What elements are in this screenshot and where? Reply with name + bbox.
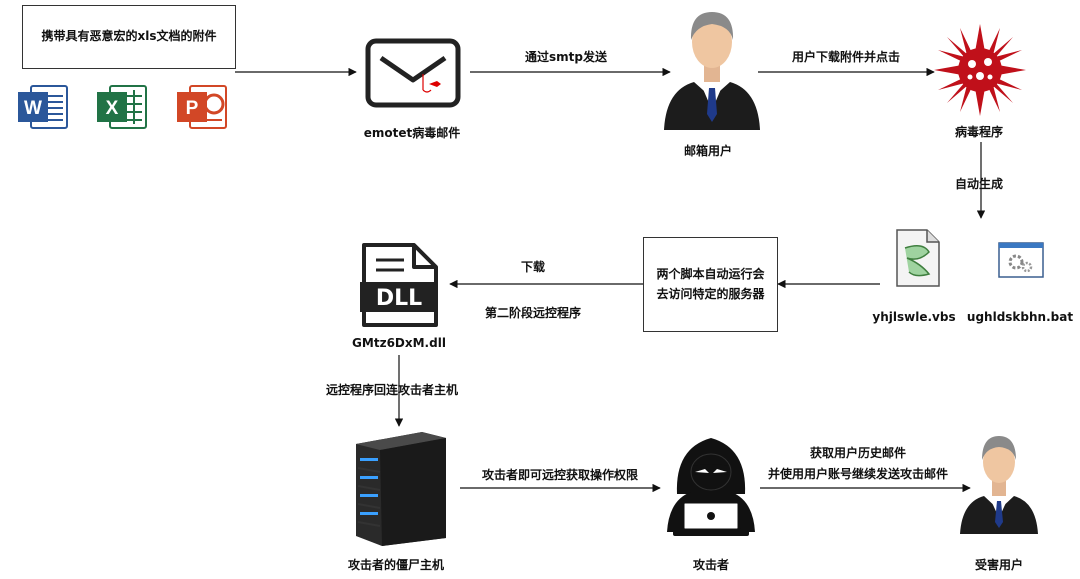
svg-text:X: X — [106, 98, 119, 119]
email-label: emotet病毒邮件 — [363, 126, 461, 140]
edge-steal-line-1: 获取用户历史邮件 — [809, 446, 907, 460]
virus-icon — [934, 24, 1026, 116]
word-icon: W — [18, 85, 68, 129]
scripts-server-box: 两个脚本自动运行会 去访问特定的服务器 — [643, 237, 778, 332]
edge-remote-control: 攻击者即可远控获取操作权限 — [481, 468, 639, 482]
hacker-laptop-icon — [667, 438, 755, 536]
zombie-host-label: 攻击者的僵尸主机 — [347, 558, 445, 572]
vbs-script-icon — [896, 229, 940, 287]
svg-text:P: P — [186, 98, 199, 119]
edge-callback: 远控程序回连攻击者主机 — [326, 383, 459, 397]
victim-label: 受害用户 — [974, 558, 1024, 572]
dll-file-icon: DLL — [360, 243, 438, 327]
businessman-icon — [664, 12, 760, 130]
edge-steal-line-2: 并使用用户账号继续发送攻击邮件 — [767, 467, 949, 481]
virus-label: 病毒程序 — [954, 125, 1004, 139]
attacker-label: 攻击者 — [692, 558, 730, 572]
attachment-box-label: 携带具有恶意宏的xls文档的附件 — [41, 29, 217, 44]
svg-text:W: W — [24, 98, 42, 119]
edge-download: 下载 — [520, 260, 546, 274]
scripts-box-line-1: 两个脚本自动运行会 — [656, 267, 765, 282]
bat-settings-icon — [998, 242, 1044, 278]
edge-auto-generate: 自动生成 — [955, 177, 1004, 191]
edge-second-stage: 第二阶段远控程序 — [484, 306, 582, 320]
edge-send-smtp: 通过smtp发送 — [525, 50, 607, 64]
scripts-box-line-2: 去访问特定的服务器 — [656, 286, 765, 301]
powerpoint-icon: P — [177, 85, 227, 129]
vbs-file-label: yhjlswle.vbs — [872, 310, 956, 324]
bat-file-label: ughldskbhn.bat — [966, 310, 1074, 324]
dll-file-label: GMtz6DxM.dll — [352, 336, 446, 350]
envelope-icon — [365, 38, 461, 108]
server-tower-icon — [356, 432, 446, 546]
mailbox-user-label: 邮箱用户 — [683, 144, 733, 158]
edge-download-click: 用户下载附件并点击 — [791, 50, 901, 64]
victim-businessman-icon — [960, 436, 1038, 534]
dll-icon-text: DLL — [376, 286, 422, 311]
excel-icon: X — [97, 85, 147, 129]
attachment-box: 携带具有恶意宏的xls文档的附件 — [22, 5, 236, 69]
